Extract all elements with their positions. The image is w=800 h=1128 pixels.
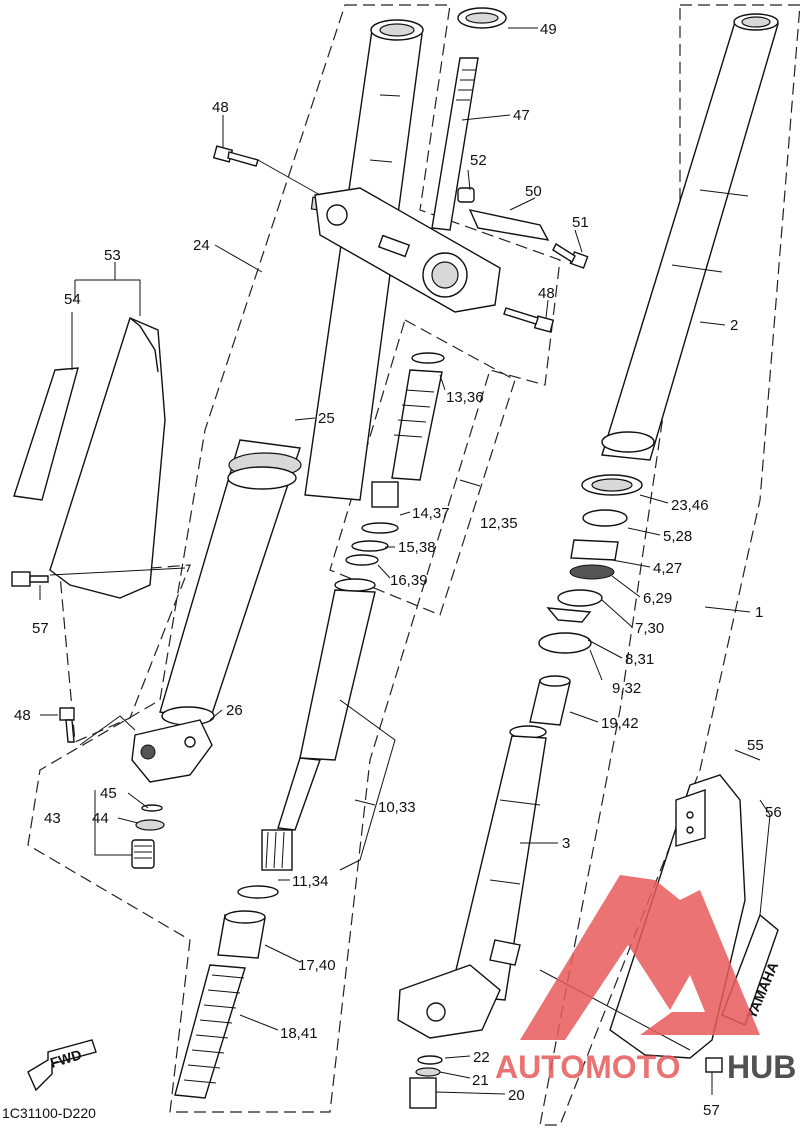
- callout-15-38: 15,38: [398, 539, 436, 556]
- damper-cartridge: [345, 352, 445, 566]
- callout-52: 52: [470, 152, 487, 169]
- callout-3: 3: [562, 835, 570, 852]
- callout-7-30: 7,30: [635, 620, 664, 637]
- callout-49: 49: [540, 21, 557, 38]
- right-inner-tube: [601, 13, 779, 461]
- callout-48-top: 48: [212, 99, 229, 116]
- callout-20: 20: [508, 1087, 525, 1104]
- leader-lines: [39, 27, 771, 1095]
- automotohub-watermark: AUTOMOTO HUB: [495, 875, 796, 1085]
- fork-spring: [174, 964, 246, 1099]
- callout-11-34: 11,34: [292, 873, 328, 890]
- callout-57-right: 57: [703, 1102, 720, 1119]
- callout-2: 2: [730, 317, 738, 334]
- callout-19-42: 19,42: [601, 715, 639, 732]
- damper-rod: [217, 578, 376, 959]
- callout-21: 21: [472, 1072, 489, 1089]
- callout-17-40: 17,40: [298, 957, 336, 974]
- right-outer-tube: [449, 725, 547, 1001]
- callout-6-29: 6,29: [643, 590, 672, 607]
- diagram-code: 1C31100-D220: [2, 1105, 96, 1121]
- callout-18-41: 18,41: [280, 1025, 318, 1042]
- callout-47: 47: [513, 107, 530, 124]
- callout-1: 1: [755, 604, 763, 621]
- callout-56: 56: [765, 804, 782, 821]
- callout-14-37: 14,37: [412, 505, 450, 522]
- callout-26: 26: [226, 702, 243, 719]
- left-outer-tube: [159, 439, 302, 726]
- callout-13-36: 13,36: [446, 389, 484, 406]
- callout-25: 25: [318, 410, 335, 427]
- watermark-text-b: HUB: [727, 1049, 796, 1085]
- callout-43: 43: [44, 810, 61, 827]
- cable-guide-parts: [457, 187, 589, 269]
- callout-50: 50: [525, 183, 542, 200]
- steering-stem: [431, 7, 507, 231]
- callout-9-32: 9,32: [612, 680, 641, 697]
- callout-48-left: 48: [14, 707, 31, 724]
- callout-55: 55: [747, 737, 764, 754]
- clamp-bolts: [212, 145, 555, 333]
- left-drain-bolt-parts: [131, 804, 165, 869]
- callout-53: 53: [104, 247, 121, 264]
- watermark-text-a: AUTOMOTO: [495, 1049, 680, 1085]
- callout-10-33: 10,33: [378, 799, 416, 816]
- callout-12-35: 12,35: [480, 515, 518, 532]
- callout-22: 22: [473, 1049, 490, 1066]
- callout-16-39: 16,39: [390, 572, 428, 589]
- right-seal-stack: [529, 474, 643, 726]
- callout-54: 54: [64, 291, 81, 308]
- callout-51: 51: [572, 214, 589, 231]
- outline-left-fork: [27, 4, 561, 1113]
- callout-8-31: 8,31: [625, 651, 654, 668]
- callout-4-27: 4,27: [653, 560, 682, 577]
- callout-labels: 49 47 48 52 50 51 48 24 53 54 2 13,36 25…: [14, 21, 782, 1119]
- triple-clamp: [314, 187, 501, 313]
- callout-45: 45: [100, 785, 117, 802]
- left-fork-guard: [11, 317, 186, 599]
- callout-57-left: 57: [32, 620, 49, 637]
- right-axle-bracket: [397, 939, 521, 1109]
- left-axle-bracket: [131, 719, 213, 783]
- callout-5-28: 5,28: [663, 528, 692, 545]
- fwd-arrow-icon: FWD: [27, 1039, 97, 1092]
- left-bolt-48: [59, 707, 75, 743]
- outline-guard-left: [59, 564, 191, 743]
- watermark-logo-icon: [520, 875, 760, 1040]
- callout-23-46: 23,46: [671, 497, 709, 514]
- callout-44: 44: [92, 810, 109, 827]
- callout-48-mid: 48: [538, 285, 555, 302]
- callout-24: 24: [193, 237, 210, 254]
